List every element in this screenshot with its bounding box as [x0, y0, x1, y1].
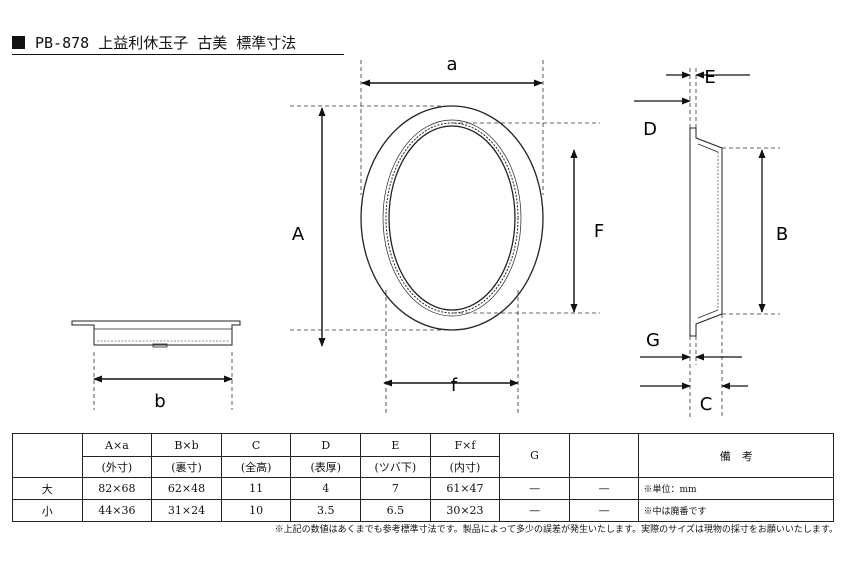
- inner-step: [382, 119, 522, 317]
- header-cell: F×f: [429, 433, 501, 457]
- table-row: 大 82×68 62×48 11 4 7 61×47 — — ※単位：mm: [12, 477, 834, 500]
- spec-table: A×a B×b C D E F×f G 備 考 (外寸) (裏寸) (全高) (…: [12, 433, 834, 522]
- label-C: C: [700, 394, 713, 415]
- table-header-row: A×a B×b C D E F×f G 備 考: [12, 433, 834, 478]
- page-title: PB-878 上益利休玉子 古美 標準寸法: [12, 31, 296, 55]
- label-E: E: [704, 67, 715, 88]
- inner-opening: [388, 125, 516, 311]
- profile-outline: [71, 320, 241, 346]
- value-cell: 82×68: [81, 477, 153, 500]
- size-cell: 小: [12, 499, 83, 522]
- label-G: G: [646, 330, 660, 351]
- header-cell: [12, 433, 83, 478]
- label-B: B: [776, 224, 788, 245]
- label-D: D: [643, 119, 657, 140]
- footnote: ※上記の数値はあくまでも参考標準寸法です。製品によって多少の誤差が発生いたします…: [274, 525, 838, 535]
- label-a: a: [446, 54, 457, 75]
- section-dimension-arrows: [634, 71, 766, 390]
- value-cell: 10: [220, 499, 292, 522]
- value-cell: 30×23: [429, 499, 501, 522]
- title-underline: [12, 54, 344, 55]
- value-cell: —: [499, 499, 570, 522]
- header-cell: C: [220, 433, 292, 457]
- note-cell: ※単位：mm: [638, 477, 834, 500]
- outer-rim: [360, 105, 544, 331]
- front-view: [360, 105, 544, 331]
- header-cell: E: [360, 433, 431, 457]
- subheader-cell: (全高): [220, 456, 292, 478]
- front-extension-lines: [290, 60, 600, 415]
- value-cell: —: [568, 477, 640, 500]
- table-row: 小 44×36 31×24 10 3.5 6.5 30×23 — — ※中は廃番…: [12, 499, 834, 522]
- value-cell: 62×48: [151, 477, 222, 500]
- value-cell: 4: [290, 477, 362, 500]
- subheader-cell: (内寸): [429, 456, 501, 478]
- value-cell: —: [568, 499, 640, 522]
- subheader-cell: (表厚): [290, 456, 362, 478]
- value-cell: 7: [360, 477, 431, 500]
- subheader-cell: (ツバ下): [360, 456, 431, 478]
- header-cell: A×a: [81, 433, 153, 457]
- header-cell: G: [499, 433, 570, 478]
- label-f: f: [451, 375, 458, 396]
- label-b: b: [154, 391, 165, 412]
- label-F: F: [594, 221, 604, 242]
- value-cell: 11: [220, 477, 292, 500]
- section-extension-lines: [689, 68, 780, 418]
- profile-notch: [152, 343, 168, 348]
- label-A: A: [292, 224, 305, 245]
- inner-dotted-rim: [385, 122, 519, 314]
- value-cell: 31×24: [151, 499, 222, 522]
- side-section-view: [689, 127, 723, 337]
- value-cell: 61×47: [429, 477, 501, 500]
- front-dimension-arrows: [318, 79, 578, 387]
- value-cell: 3.5: [290, 499, 362, 522]
- value-cell: 6.5: [360, 499, 431, 522]
- note-cell: ※中は廃番です: [638, 499, 834, 522]
- header-cell: B×b: [151, 433, 222, 457]
- size-cell: 大: [12, 477, 83, 500]
- bottom-profile-view: [71, 320, 241, 348]
- value-cell: —: [499, 477, 570, 500]
- subheader-cell: (外寸): [81, 456, 153, 478]
- title-bullet: [12, 36, 25, 49]
- header-cell-remarks: 備 考: [638, 433, 834, 478]
- title-text: PB-878 上益利休玉子 古美 標準寸法: [35, 34, 297, 52]
- subheader-cell: (裏寸): [151, 456, 222, 478]
- header-cell: D: [290, 433, 362, 457]
- section-outline: [689, 127, 723, 337]
- value-cell: 44×36: [81, 499, 153, 522]
- header-cell: [568, 433, 640, 478]
